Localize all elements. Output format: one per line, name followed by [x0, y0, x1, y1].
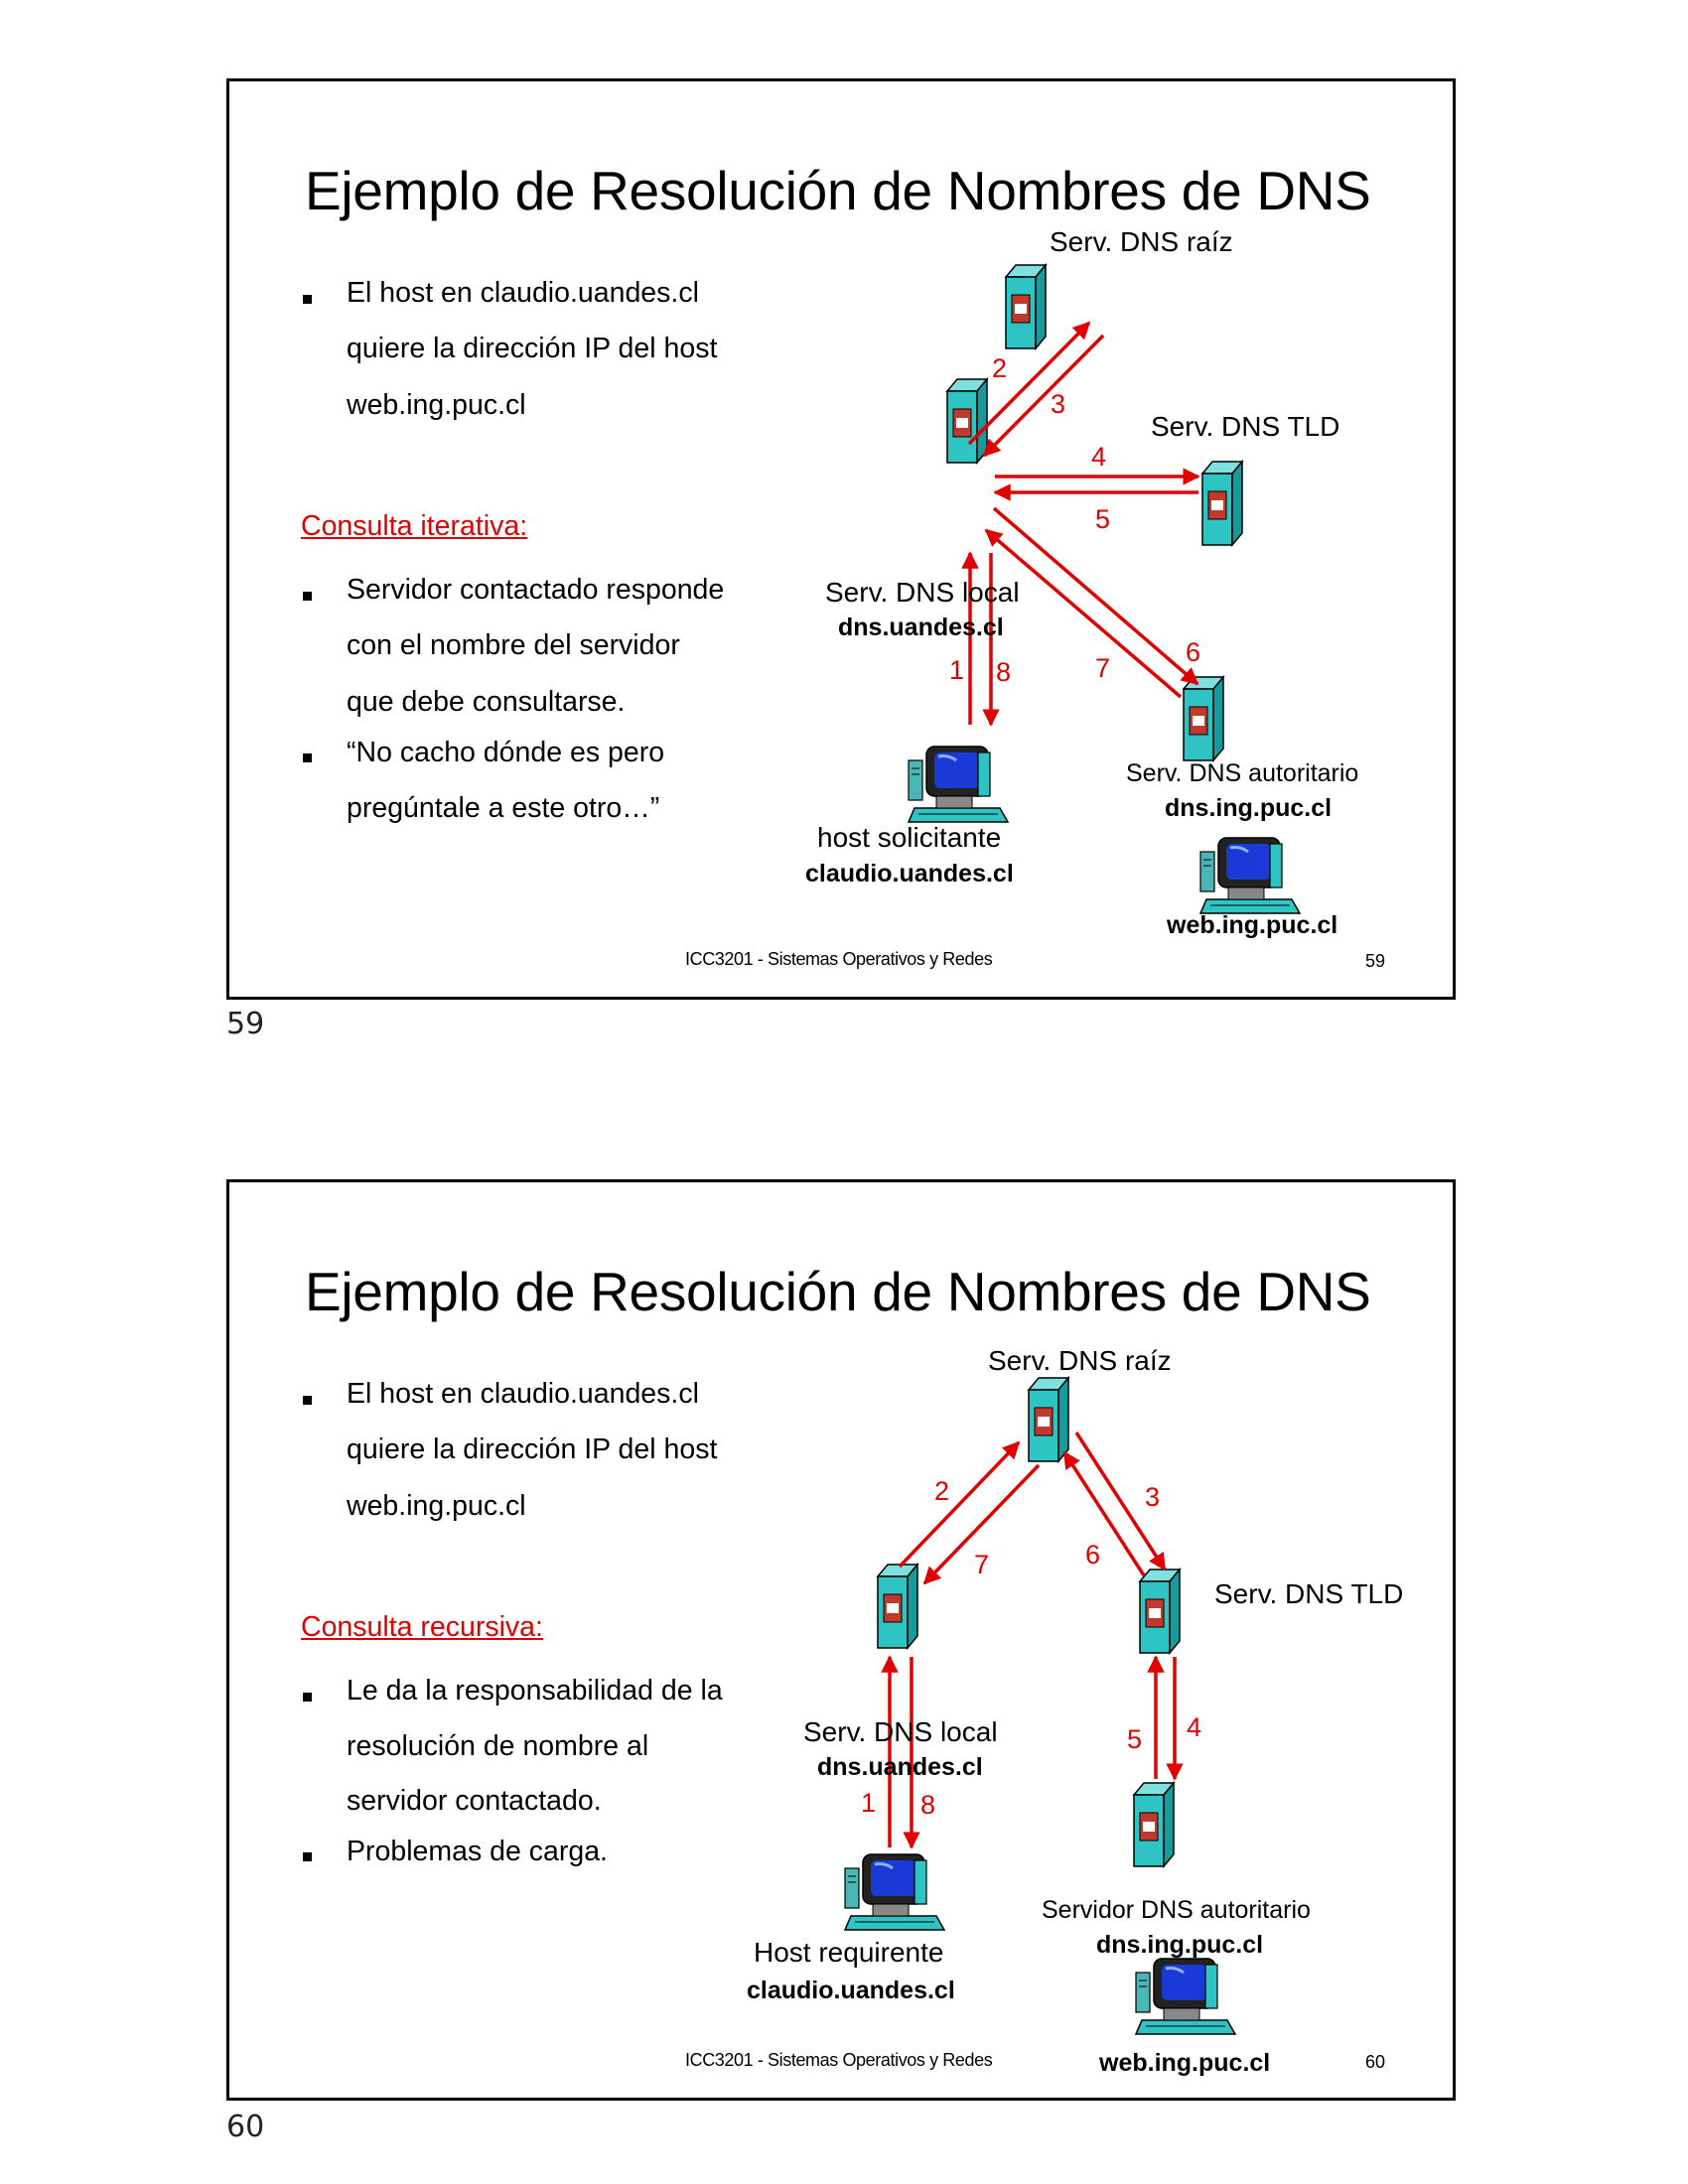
step-number: 1 [861, 1788, 877, 1818]
step-number: 1 [949, 655, 965, 685]
arrow-2 [898, 1440, 1021, 1569]
step-number: 7 [974, 1550, 990, 1579]
bullet-marker [303, 1852, 312, 1861]
intro-line: web.ing.puc.cl [347, 389, 526, 421]
arrow-6 [1062, 1450, 1146, 1576]
authoritative-server-icon [1183, 676, 1224, 761]
bullet-marker [303, 1396, 312, 1405]
body-line: con el nombre del servidor [347, 629, 680, 661]
arrow-6 [992, 506, 1199, 686]
bullet-marker [303, 1693, 312, 1702]
intro-line: El host en claudio.uandes.cl [347, 277, 699, 309]
body-line: que debe consultarse. [347, 686, 626, 718]
step-number: 3 [1051, 389, 1066, 419]
body-line: Le da la responsabilidad de la [347, 1675, 723, 1706]
step-number: 6 [1186, 637, 1201, 667]
web-host-name: web.ing.puc.cl [1167, 911, 1338, 939]
slide-number: 60 [1365, 2052, 1386, 2072]
arrow-3 [982, 334, 1105, 458]
web-host-name: web.ing.puc.cl [1099, 2049, 1271, 2077]
body-line: Problemas de carga. [347, 1836, 608, 1867]
step-number: 8 [996, 657, 1012, 687]
step-number: 2 [992, 353, 1008, 383]
authoritative-server-label: Servidor DNS autoritario [1042, 1896, 1311, 1924]
root-server-icon [1005, 264, 1047, 349]
intro-line: quiere la dirección IP del host [347, 333, 718, 364]
step-number: 8 [920, 1790, 936, 1820]
requesting-host-computer-icon [907, 745, 1010, 824]
requesting-host-computer-icon [843, 1852, 946, 1932]
host-label: Host requirente [754, 1937, 944, 1968]
dns-iterative-diagram [907, 264, 1302, 915]
root-server-icon [1028, 1377, 1069, 1462]
web-host-computer-icon [1198, 836, 1302, 915]
slide-number: 59 [1365, 951, 1386, 971]
root-server-label: Serv. DNS raíz [1050, 226, 1233, 257]
step-number: 4 [1091, 442, 1107, 472]
body-line: Servidor contactado responde [347, 574, 725, 606]
bullet-marker [303, 592, 312, 601]
step-number: 6 [1085, 1540, 1101, 1570]
page-number: 60 [226, 2110, 265, 2144]
host-name: claudio.uandes.cl [747, 1977, 955, 2004]
tld-server-label: Serv. DNS TLD [1151, 411, 1340, 442]
mode-label: Consulta recursiva: [301, 1611, 543, 1643]
tld-server-label: Serv. DNS TLD [1214, 1578, 1404, 1609]
dns-recursive-diagram [843, 1377, 1237, 2036]
body-line: pregúntale a este otro…” [347, 792, 660, 824]
local-server-name: dns.uandes.cl [838, 614, 1004, 641]
slide-recursive: Ejemplo de Resolución de Nombres de DNS … [226, 1179, 1456, 2101]
authoritative-server-name: dns.ing.puc.cl [1096, 1931, 1264, 1959]
intro-line: web.ing.puc.cl [347, 1490, 526, 1522]
bullet-marker [303, 753, 312, 762]
tld-server-icon [1139, 1569, 1181, 1654]
step-number: 2 [934, 1476, 950, 1506]
intro-line: quiere la dirección IP del host [347, 1433, 718, 1465]
arrow-2 [967, 321, 1091, 446]
local-server-icon [946, 378, 988, 464]
local-server-label: Serv. DNS local [825, 577, 1020, 608]
slide-footer: ICC3201 - Sistemas Operativos y Redes [685, 949, 993, 969]
web-host-computer-icon [1134, 1957, 1237, 2036]
host-label: host solicitante [817, 822, 1002, 853]
slide-title: Ejemplo de Resolución de Nombres de DNS [305, 1261, 1371, 1322]
arrow-7 [922, 1463, 1041, 1585]
mode-label: Consulta iterativa: [301, 510, 528, 542]
slide-footer: ICC3201 - Sistemas Operativos y Redes [685, 2050, 993, 2070]
step-number: 5 [1095, 504, 1111, 534]
arrow-7 [984, 528, 1183, 699]
slide-iterative: Ejemplo de Resolución de Nombres de DNS … [226, 78, 1456, 1000]
local-server-name: dns.uandes.cl [817, 1753, 983, 1781]
body-line: servidor contactado. [347, 1785, 602, 1817]
host-name: claudio.uandes.cl [805, 860, 1014, 887]
arrow-3 [1074, 1432, 1167, 1571]
root-server-label: Serv. DNS raíz [988, 1345, 1172, 1376]
local-server-label: Serv. DNS local [803, 1716, 998, 1747]
page-number: 59 [226, 1007, 265, 1041]
local-server-icon [877, 1564, 918, 1649]
bullet-marker [303, 295, 312, 304]
step-number: 4 [1187, 1712, 1202, 1742]
authoritative-server-name: dns.ing.puc.cl [1165, 794, 1333, 822]
slide-title: Ejemplo de Resolución de Nombres de DNS [305, 160, 1371, 221]
authoritative-server-label: Serv. DNS autoritario [1126, 759, 1359, 787]
tld-server-icon [1201, 461, 1243, 546]
body-line: resolución de nombre al [347, 1730, 649, 1762]
step-number: 3 [1145, 1482, 1161, 1512]
authoritative-server-icon [1133, 1782, 1175, 1867]
step-number: 5 [1127, 1724, 1143, 1754]
step-number: 7 [1095, 653, 1111, 683]
intro-line: El host en claudio.uandes.cl [347, 1378, 699, 1410]
body-line: “No cacho dónde es pero [347, 737, 665, 768]
